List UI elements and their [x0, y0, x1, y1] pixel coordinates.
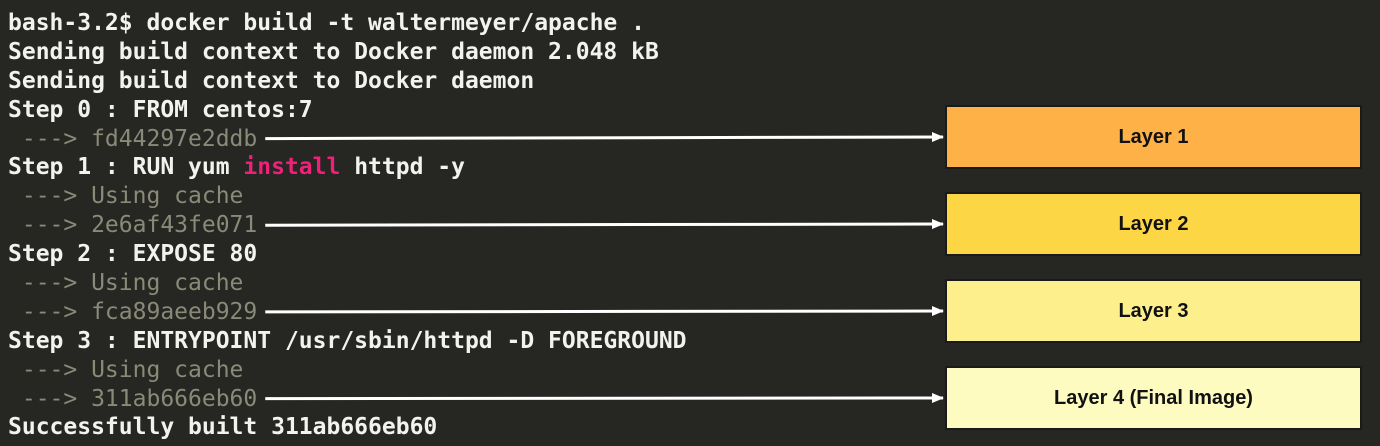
arrow-to-layer-3 [265, 306, 944, 317]
sending-context-line: Sending build context to Docker daemon [8, 67, 535, 94]
step-1-suffix: httpd -y [340, 154, 465, 181]
layer-3-box: Layer 3 [945, 279, 1362, 343]
step-2-line: Step 2 : EXPOSE 80 [8, 241, 258, 268]
step-1-cache-line: ---> Using cache [8, 183, 244, 210]
step-2-image-id: ---> fca89aeeb929 [8, 298, 908, 327]
step-3-image-id: ---> 311ab666eb60 [8, 385, 908, 414]
step-3-line: Step 3 : ENTRYPOINT /usr/sbin/httpd -D F… [8, 327, 687, 354]
step-3-cache-line: ---> Using cache [8, 356, 244, 383]
layer-4-id: ---> 311ab666eb60 [8, 385, 258, 412]
arrow-to-layer-4 [265, 393, 944, 404]
layer-1-box: Layer 1 [945, 105, 1362, 169]
command-line: bash-3.2$ docker build -t waltermeyer/ap… [8, 10, 645, 36]
layer-4-box: Layer 4 (Final Image) [945, 366, 1362, 430]
terminal-output: bash-3.2$ docker build -t waltermeyer/ap… [8, 9, 908, 442]
step-1-image-id: ---> 2e6af43fe071 [8, 211, 908, 240]
layer-2-box: Layer 2 [945, 192, 1362, 256]
arrow-to-layer-1 [265, 132, 944, 143]
step-0-image-id: ---> fd44297e2ddb [8, 125, 908, 154]
step-2-cache-line: ---> Using cache [8, 270, 244, 297]
layer-3-id: ---> fca89aeeb929 [8, 298, 258, 325]
success-line: Successfully built 311ab666eb60 [8, 414, 438, 441]
sending-context-line: Sending build context to Docker daemon 2… [8, 38, 659, 65]
step-1-line: Step 1 : RUN yum install httpd -y [8, 153, 908, 182]
layer-1-id: ---> fd44297e2ddb [8, 125, 258, 152]
step-1-prefix: Step 1 : RUN yum [8, 154, 244, 181]
arrow-to-layer-2 [265, 219, 944, 230]
step-0-line: Step 0 : FROM centos:7 [8, 96, 313, 123]
install-keyword: install [243, 154, 341, 181]
layer-2-id: ---> 2e6af43fe071 [8, 212, 258, 239]
